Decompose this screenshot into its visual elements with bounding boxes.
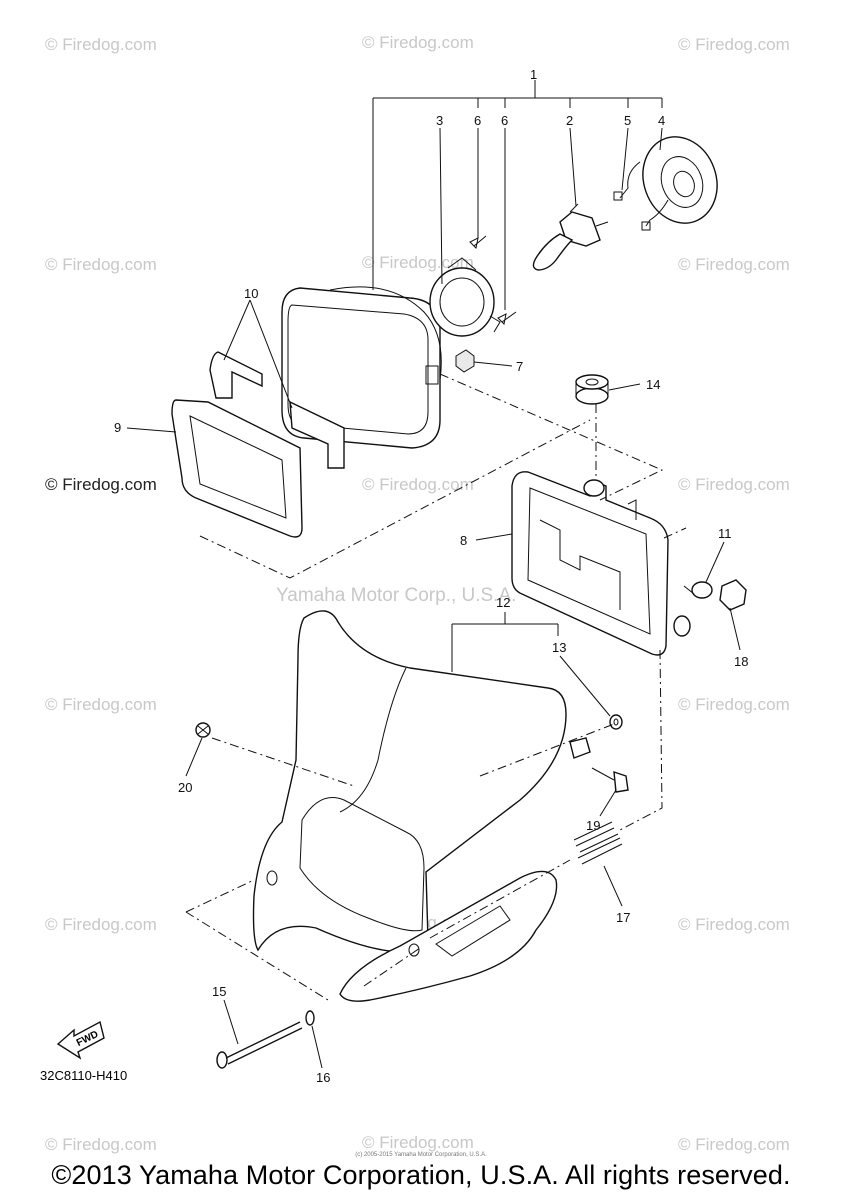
- callout-10: 10: [244, 286, 258, 301]
- callout-4: 4: [658, 113, 665, 128]
- callout-5: 5: [624, 113, 631, 128]
- washer-13: [609, 714, 623, 730]
- watermark: © Firedog.com: [678, 475, 790, 494]
- headlight-lens-unit: [281, 286, 442, 449]
- watermark: © Firedog.com: [362, 33, 474, 52]
- leader-lines: [126, 127, 741, 1069]
- spring-17: [573, 821, 623, 865]
- diagram-code: 32C8110-H410: [40, 1068, 127, 1083]
- nut-18: [719, 579, 747, 611]
- clip-7: [455, 349, 475, 373]
- callout-3: 3: [436, 113, 443, 128]
- center-watermark: Yamaha Motor Corp., U.S.A.: [276, 585, 516, 606]
- callout-2: 2: [566, 113, 573, 128]
- lower-cover: [339, 870, 558, 1002]
- headlight-bulb: [532, 203, 609, 271]
- watermark: © Firedog.com: [45, 35, 157, 54]
- watermark: © Firedog.com: [45, 475, 157, 494]
- callout-20: 20: [178, 780, 192, 795]
- callout-6b: 6: [501, 113, 508, 128]
- callout-12: 12: [496, 595, 510, 610]
- screws-6: [469, 235, 517, 326]
- callout-15: 15: [212, 984, 226, 999]
- watermark: © Firedog.com: [45, 695, 157, 714]
- bolt-11: [683, 581, 713, 599]
- socket-ring: [429, 257, 501, 337]
- watermark: © Firedog.com: [678, 695, 790, 714]
- grommet-14: [575, 374, 609, 405]
- callout-14: 14: [646, 377, 660, 392]
- assembly-lines: [185, 373, 687, 1001]
- fwd-arrow-icon: FWD: [56, 1020, 105, 1060]
- callout-13: 13: [552, 640, 566, 655]
- callout-labels: 1 2 3 4 5 6 6 7 8 9 10 11 12 13 14 15 16…: [114, 67, 748, 1085]
- bolt-19: [591, 767, 629, 793]
- callout-6: 6: [474, 113, 481, 128]
- dust-cover: [613, 136, 718, 231]
- callout-19: 19: [586, 818, 600, 833]
- callout-8: 8: [460, 533, 467, 548]
- callout-11: 11: [718, 526, 732, 541]
- callout-16: 16: [316, 1070, 330, 1085]
- watermark: © Firedog.com: [45, 255, 157, 274]
- watermark: © Firedog.com: [362, 475, 474, 494]
- copyright-footer: ©2013 Yamaha Motor Corporation, U.S.A. A…: [51, 1160, 791, 1190]
- headlight-bracket: [511, 471, 691, 656]
- washer-16: [305, 1010, 315, 1026]
- screw-20: [195, 722, 211, 738]
- watermark: © Firedog.com: [678, 915, 790, 934]
- watermark: © Firedog.com: [678, 1135, 790, 1154]
- callout-7: 7: [516, 359, 523, 374]
- watermark: © Firedog.com: [45, 1135, 157, 1154]
- callout-9: 9: [114, 420, 121, 435]
- watermark: © Firedog.com: [678, 35, 790, 54]
- seal-parts: [171, 351, 345, 538]
- watermark: © Firedog.com: [362, 1133, 474, 1152]
- watermark: © Firedog.com: [362, 253, 474, 272]
- bolt-15: [216, 1021, 303, 1069]
- watermark: © Firedog.com: [678, 255, 790, 274]
- assembly-bracket-1: [372, 80, 663, 290]
- callout-18: 18: [734, 654, 748, 669]
- watermark: © Firedog.com: [45, 915, 157, 934]
- callout-1: 1: [530, 67, 537, 82]
- callout-17: 17: [616, 910, 630, 925]
- fine-print: (c) 2005-2015 Yamaha Motor Corporation, …: [355, 1152, 487, 1158]
- front-cowl: [252, 610, 591, 953]
